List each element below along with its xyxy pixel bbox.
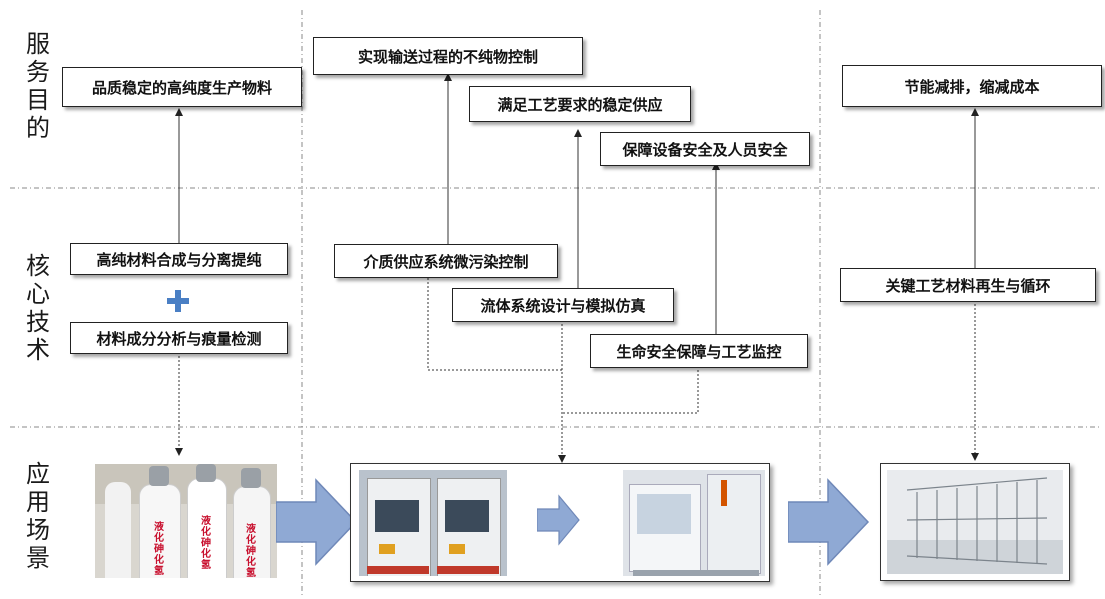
grid-lines — [10, 10, 1100, 595]
row-label-purpose: 服务目的 — [26, 30, 50, 142]
purpose-box-stable-supply: 满足工艺要求的稳定供应 — [469, 86, 691, 122]
scenario-panel-recycling — [880, 463, 1070, 581]
block-arrow-2 — [788, 478, 870, 566]
cylinder-label: 液化砷化氢 — [246, 524, 256, 578]
block-arrow-small — [537, 494, 580, 546]
tech-box-analysis-detection: 材料成分分析与痕量检测 — [70, 322, 288, 354]
photo-recycling-rack — [887, 470, 1063, 574]
arrow-merge-to-scenario-2 — [558, 455, 566, 463]
purpose-box-energy-saving: 节能减排，缩减成本 — [842, 65, 1102, 107]
tech-box-micro-contamination: 介质供应系统微污染控制 — [334, 244, 558, 278]
tech-box-synthesis-purification: 高纯材料合成与分离提纯 — [70, 243, 288, 275]
tech-box-safety-monitoring: 生命安全保障与工艺监控 — [590, 334, 808, 368]
rack-drawing — [906, 477, 1048, 565]
tech-box-recycling: 关键工艺材料再生与循环 — [840, 268, 1096, 302]
row-label-core-tech: 核心技术 — [26, 252, 50, 364]
block-arrow-1 — [276, 478, 358, 566]
scenario-panel-supply-systems — [350, 463, 770, 582]
purpose-box-safety: 保障设备安全及人员安全 — [600, 132, 810, 166]
dashed-merge-lines — [427, 278, 699, 455]
cylinder-label: 液化砷化氢 — [201, 516, 211, 571]
row-label-scenario: 应用场景 — [26, 460, 50, 572]
purpose-box-high-purity-material: 品质稳定的高纯度生产物料 — [62, 67, 302, 107]
tech-box-fluid-design: 流体系统设计与模拟仿真 — [452, 288, 674, 322]
photo-gas-cabinets — [359, 470, 507, 576]
photo-gas-cylinders: 液化砷化氢 液化砷化氢 液化砷化氢 — [95, 464, 277, 578]
plus-icon — [167, 290, 189, 312]
photo-lab-equipment — [623, 470, 765, 576]
purpose-box-impurity-control: 实现输送过程的不纯物控制 — [313, 37, 583, 75]
cylinder-label: 液化砷化氢 — [154, 522, 164, 577]
